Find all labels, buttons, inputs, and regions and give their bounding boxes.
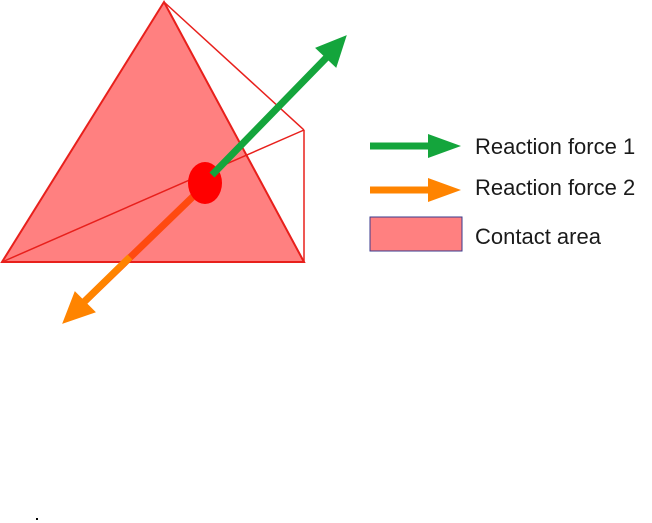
legend-label-contact-area: Contact area bbox=[475, 224, 601, 249]
legend-arrow-head bbox=[428, 178, 461, 202]
reaction-force-1-shaft bbox=[209, 54, 330, 178]
legend-label-reaction-force-1: Reaction force 1 bbox=[475, 134, 636, 159]
legend-label-reaction-force-2: Reaction force 2 bbox=[475, 175, 636, 200]
contact-area-triangle bbox=[0, 0, 306, 263]
reaction-force-2-head bbox=[62, 291, 96, 324]
stray-dot bbox=[36, 518, 38, 520]
legend-swatch-contact-area bbox=[369, 216, 463, 252]
legend-arrow-head bbox=[428, 134, 461, 158]
reaction-force-2-arrow bbox=[62, 182, 208, 324]
reaction-force-1-head bbox=[315, 35, 347, 68]
legend-symbol-reaction-force-2 bbox=[370, 178, 461, 202]
legend bbox=[369, 134, 463, 252]
reaction-force-2-shaft-tip bbox=[81, 254, 133, 305]
reaction-force-1-arrow bbox=[209, 35, 347, 178]
wireframe-edge-diagonal bbox=[1, 129, 305, 263]
legend-symbol-reaction-force-1 bbox=[370, 134, 461, 158]
